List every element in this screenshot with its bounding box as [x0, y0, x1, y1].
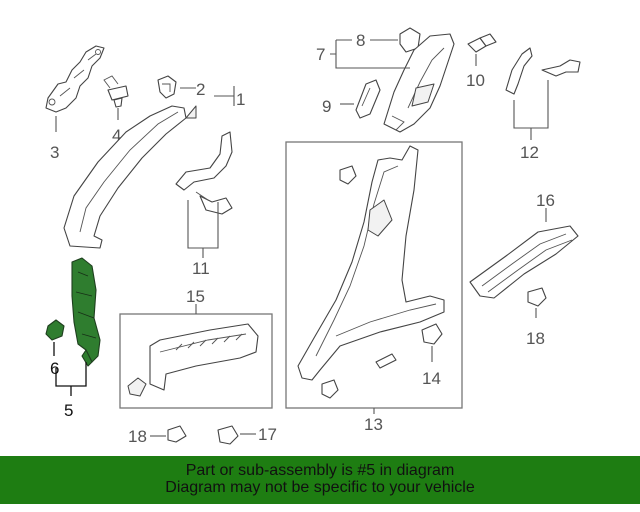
callout-12: 12: [520, 143, 539, 162]
info-banner: Part or sub-assembly is #5 in diagram Di…: [0, 456, 640, 504]
part-13-clip[interactable]: [339, 165, 357, 185]
callout-6: 6: [50, 359, 59, 378]
part-18-clip-right[interactable]: [527, 287, 547, 307]
part-13-pad[interactable]: [375, 353, 397, 369]
part-7-b-pillar-upper-trim[interactable]: [383, 33, 455, 133]
callout-7: 7: [316, 45, 325, 64]
callout-10: 10: [466, 71, 485, 90]
callout-18-right: 18: [526, 329, 545, 348]
part-3-bracket[interactable]: [45, 45, 105, 113]
part-13-clip-lower[interactable]: [321, 379, 339, 399]
part-16-scuff-plate[interactable]: [469, 225, 579, 299]
callout-13: 13: [364, 415, 383, 434]
part-15-step-trim[interactable]: [127, 323, 259, 397]
callout-16: 16: [536, 191, 555, 210]
callout-18-bottom: 18: [128, 427, 147, 446]
part-2-clip[interactable]: [157, 75, 177, 99]
callout-11: 11: [192, 259, 210, 278]
part-1-a-pillar-trim[interactable]: [63, 105, 197, 249]
callout-17: 17: [258, 425, 277, 444]
part-9-trim-piece[interactable]: [355, 79, 381, 119]
part-18-clip-bottom[interactable]: [167, 425, 187, 443]
callout-1: 1: [236, 90, 245, 109]
callout-8: 8: [356, 31, 365, 50]
callout-4: 4: [112, 126, 121, 145]
callout-15: 15: [186, 287, 205, 306]
part-13-b-pillar-lower-trim[interactable]: [297, 145, 445, 381]
parts-diagram: 3 4 2 1 11 7 8: [45, 27, 581, 446]
part-6-clip[interactable]: [45, 319, 65, 341]
part-5-highlighted-panel[interactable]: [71, 257, 101, 367]
part-17-clip[interactable]: [217, 425, 239, 445]
callout-3: 3: [50, 143, 59, 162]
part-10-bolt[interactable]: [467, 33, 497, 53]
part-11-grab-handle[interactable]: [175, 131, 233, 215]
part-4-screw[interactable]: [103, 75, 129, 108]
part-14-clip[interactable]: [421, 323, 443, 345]
callout-5: 5: [64, 401, 73, 420]
banner-line-2: Diagram may not be specific to your vehi…: [165, 479, 475, 496]
banner-line-1: Part or sub-assembly is #5 in diagram: [185, 462, 455, 479]
callout-14: 14: [422, 369, 441, 388]
part-12-belt-guide[interactable]: [505, 47, 581, 95]
callout-9: 9: [322, 97, 331, 116]
callout-2: 2: [196, 80, 205, 99]
